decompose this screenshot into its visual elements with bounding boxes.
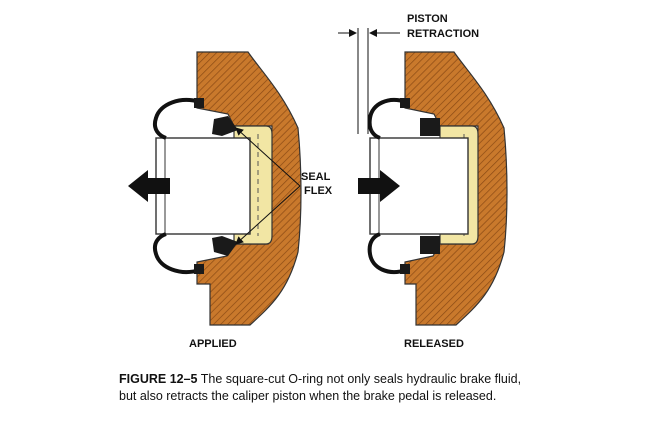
seal-bottom-released [420,236,440,254]
dust-boot-bottom-applied [153,232,201,274]
arrow-right-icon [358,170,400,202]
piston-retraction-label-line1: PISTON [407,13,448,25]
dust-boot-top-released [367,98,407,140]
seal-top-applied [212,116,238,136]
seal-bottom-applied [212,236,238,256]
piston-retraction-dimension [338,28,400,134]
released-label: RELEASED [404,338,464,350]
released-assembly [358,51,508,326]
applied-assembly [128,51,302,326]
seal-top-released [420,118,440,136]
caption-label: FIGURE 12–5 [119,372,198,386]
piston-released [369,137,469,235]
seal-flex-leaders [235,127,301,245]
piston-retraction-label-line2: RETRACTION [407,28,479,40]
applied-label: APPLIED [189,338,237,350]
dust-boot-bottom-released [367,232,407,274]
caption-text: The square-cut O-ring not only seals hyd… [119,372,522,403]
seal-flex-label-line2: FLEX [304,185,333,197]
piston-applied [155,137,251,235]
arrow-left-icon [128,170,170,202]
seal-flex-label-line1: SEAL [301,171,331,183]
figure-caption: FIGURE 12–5 The square-cut O-ring not on… [119,371,539,405]
dust-boot-top-applied [153,98,201,140]
